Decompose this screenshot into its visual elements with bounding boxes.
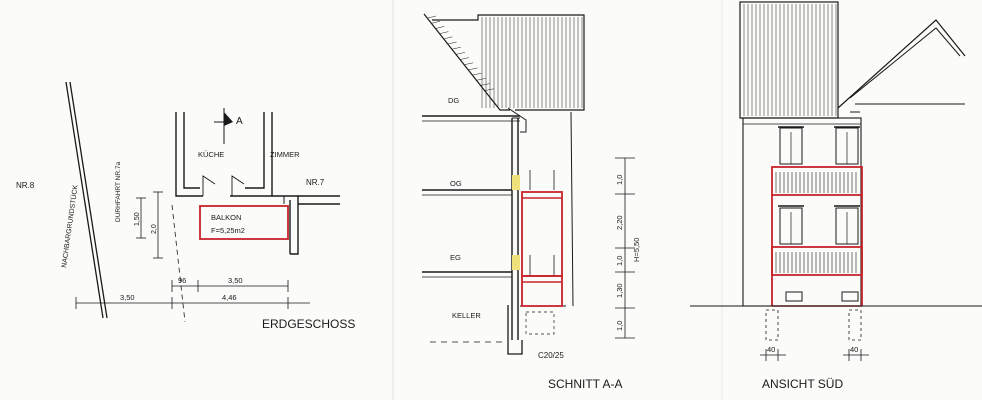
section-dim-5: 1,0 [615, 321, 624, 331]
boundary-label: NACHBARGRUNDSTÜCK [60, 184, 80, 268]
section-dim-4: 1,30 [615, 283, 624, 298]
section-dim-3: 1,0 [615, 256, 624, 266]
floor-label-eg: EG [450, 253, 461, 262]
roof-hatch [427, 15, 583, 108]
floor-label-keller: KELLER [452, 311, 481, 320]
balcony-area: F=5,25m2 [211, 226, 245, 235]
section-balcony-upper [521, 191, 563, 277]
window-sill-lower [512, 255, 520, 270]
dim-depth-inner: 1,50 [134, 212, 141, 226]
section-balcony-lower [521, 275, 563, 307]
neighbor-left-label: NR.8 [16, 181, 35, 190]
balcony-outline [199, 205, 289, 240]
roof-hatch [743, 4, 837, 116]
section-drawing: DG OG EG KELLER C20/25 1,0 2,20 1,0 1,30… [422, 13, 641, 391]
elevation-title: ANSICHT SÜD [762, 377, 843, 391]
window-sill-upper [512, 175, 520, 190]
foundation-label: C20/25 [538, 351, 564, 360]
section-dim-1: 1,0 [615, 175, 624, 185]
floor-label-og: OG [450, 179, 462, 188]
section-title: SCHNITT A-A [548, 377, 622, 391]
section-height-total: H=5,50 [632, 238, 641, 262]
plan-title: ERDGESCHOSS [262, 317, 355, 331]
neighbor-right-label: NR.7 [306, 178, 325, 187]
elevation-balcony-upper [771, 166, 863, 196]
foot-dim-right: 40 [850, 345, 858, 354]
balcony-railing [775, 252, 857, 273]
elevation-balcony-lower [771, 246, 863, 276]
room-bedroom-label: ZIMMER [270, 150, 300, 159]
elevation-drawing: 40 40 ANSICHT SÜD [690, 1, 982, 391]
dim-dist-boundary: 3,50 [120, 293, 135, 302]
dim-width-total: 4,46 [222, 293, 237, 302]
dim-width-offset: 96 [178, 276, 186, 285]
dim-depth-outer: 2,0 [151, 224, 158, 234]
floor-label-dg: DG [448, 96, 459, 105]
dim-width-inner: 3,50 [228, 276, 243, 285]
floor-plan: NR.8 NACHBARGRUNDSTÜCK DURHFAHRT NR.7a A… [16, 81, 355, 331]
foot-dim-left: 40 [767, 345, 775, 354]
balcony-name: BALKON [211, 213, 241, 222]
room-kitchen-label: KÜCHE [198, 150, 224, 159]
driveway-label: DURHFAHRT NR.7a [115, 162, 122, 222]
balcony-railing [775, 172, 857, 193]
section-dim-2: 2,20 [615, 215, 624, 230]
section-marker-label: A [236, 116, 243, 127]
